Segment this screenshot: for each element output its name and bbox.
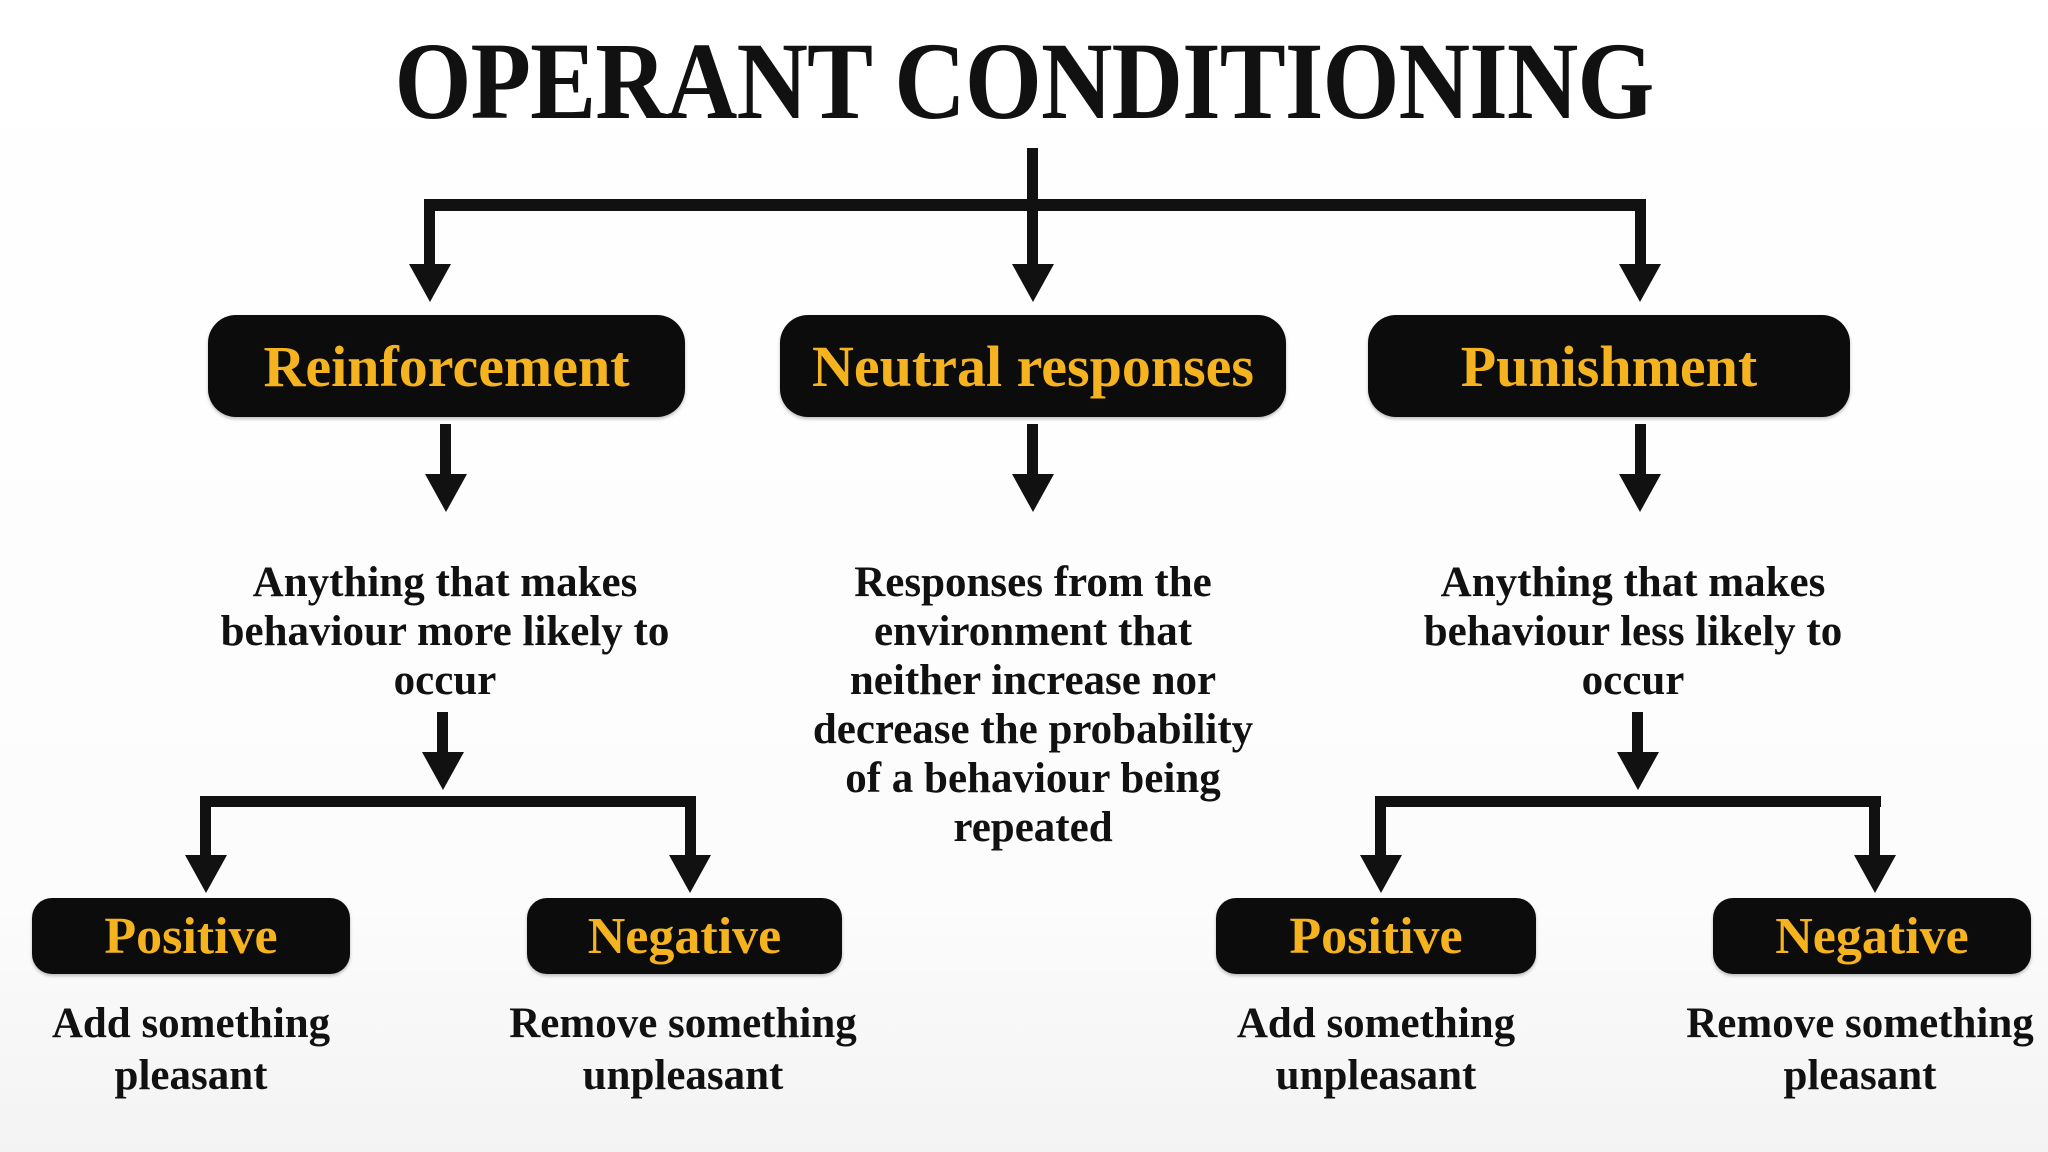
node-punishment: Punishment [1368, 315, 1850, 417]
node-neutral-responses-label: Neutral responses [812, 333, 1254, 399]
desc-reinforcement: Anything that makes behaviour more likel… [220, 559, 670, 704]
arrow-down-icon [1619, 264, 1661, 302]
arrow-down-icon [1619, 474, 1661, 512]
node-punishment-positive: Positive [1216, 898, 1536, 974]
connector-line [1632, 712, 1643, 757]
caption-punishment-negative: Remove something pleasant [1686, 1000, 2034, 1099]
connector-line [685, 796, 696, 858]
node-reinforcement-positive-label: Positive [104, 907, 278, 965]
arrow-down-icon [1854, 855, 1896, 893]
arrow-down-icon [669, 855, 711, 893]
node-neutral-responses: Neutral responses [780, 315, 1286, 417]
connector-line [437, 712, 448, 757]
connector-line [424, 199, 1646, 211]
connector-line [1375, 796, 1386, 858]
node-reinforcement-negative-label: Negative [587, 907, 782, 965]
desc-neutral-responses: Responses from the environment that neit… [812, 559, 1254, 851]
connector-line [200, 796, 696, 807]
desc-punishment: Anything that makes behaviour less likel… [1423, 559, 1843, 704]
connector-line [424, 199, 435, 266]
connector-line [1027, 424, 1038, 476]
connector-line [440, 424, 451, 476]
node-reinforcement-positive: Positive [32, 898, 350, 974]
arrow-down-icon [1360, 855, 1402, 893]
caption-punishment-positive: Add something unpleasant [1236, 1000, 1516, 1099]
arrow-down-icon [409, 264, 451, 302]
arrow-down-icon [425, 474, 467, 512]
connector-line [1635, 199, 1646, 266]
arrow-down-icon [1012, 474, 1054, 512]
node-reinforcement-negative: Negative [527, 898, 842, 974]
node-reinforcement: Reinforcement [208, 315, 685, 417]
node-punishment-positive-label: Positive [1289, 907, 1463, 965]
caption-reinforcement-negative: Remove something unpleasant [509, 1000, 857, 1099]
node-punishment-negative-label: Negative [1775, 907, 1969, 965]
node-punishment-negative: Negative [1713, 898, 2031, 974]
arrow-down-icon [422, 752, 464, 790]
connector-line [1869, 796, 1880, 858]
node-reinforcement-label: Reinforcement [263, 333, 630, 399]
arrow-down-icon [185, 855, 227, 893]
arrow-down-icon [1012, 264, 1054, 302]
connector-line [1635, 424, 1646, 476]
connector-line [1375, 796, 1881, 807]
page-title: OPERANT CONDITIONING [394, 20, 1654, 142]
arrow-down-icon [1617, 752, 1659, 790]
caption-reinforcement-positive: Add something pleasant [51, 1000, 331, 1099]
connector-line [200, 796, 211, 858]
node-punishment-label: Punishment [1460, 333, 1758, 399]
